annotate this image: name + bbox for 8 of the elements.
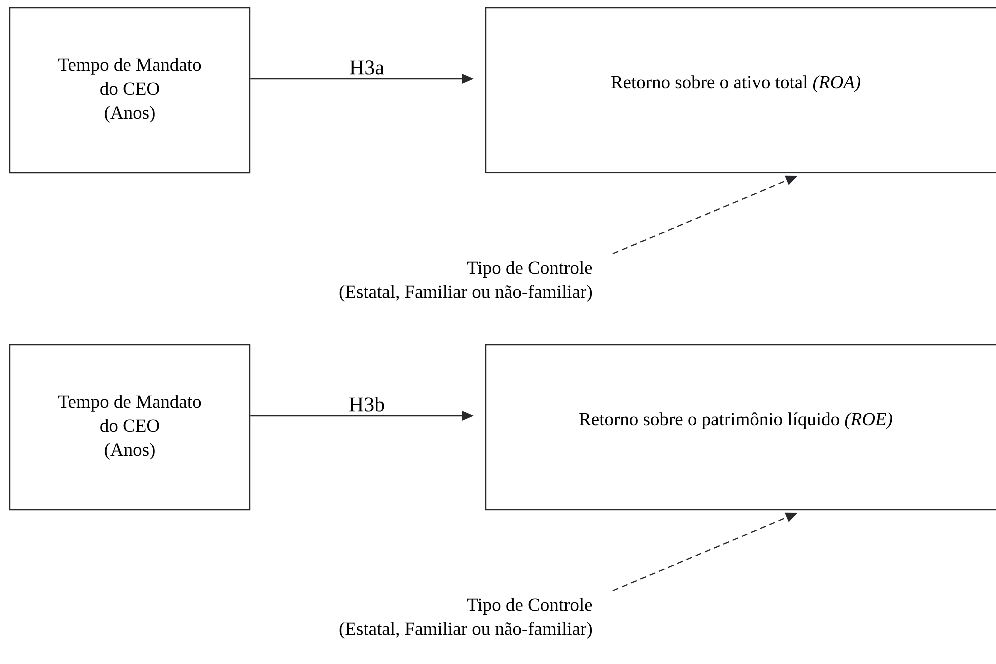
- text-box: Tempo de Mandato do CEO (Anos): [9, 7, 251, 174]
- edge-label: H3b: [350, 397, 384, 412]
- text-box: Retorno sobre o patrimônio líquido (ROE): [485, 344, 996, 511]
- edge-label: H3a: [350, 60, 384, 75]
- variable-label: Tipo de Controle (Estatal, Familiar ou não-familiar): [340, 598, 592, 639]
- text-box: Retorno sobre o ativo total (ROA): [485, 7, 996, 174]
- variable-label: Tipo de Controle (Estatal, Familiar ou não-familiar): [340, 261, 592, 302]
- text-box: Tempo de Mandato do CEO (Anos): [9, 344, 251, 511]
